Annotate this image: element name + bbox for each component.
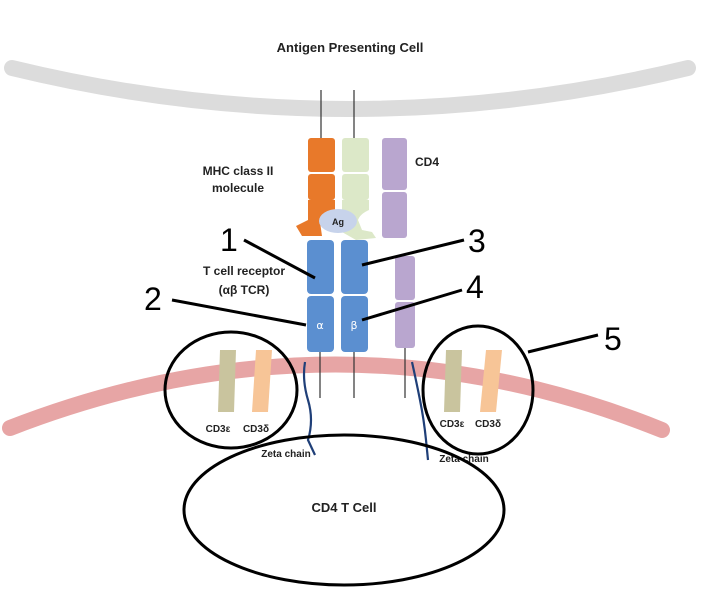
tcell-body	[182, 433, 506, 587]
callout-line-4	[361, 288, 463, 322]
tcr-label-line2: (αβ TCR)	[219, 283, 270, 297]
callout-line-2	[171, 298, 307, 327]
callout-circle-left	[163, 330, 299, 450]
tcr-alpha-chain	[307, 240, 334, 352]
callout-line-1	[243, 238, 316, 280]
zeta-left-label: Zeta chain	[261, 449, 310, 460]
zeta-chain-right	[410, 361, 430, 461]
cd3d-right-label: CD3δ	[475, 419, 501, 430]
cd3d-right	[480, 350, 502, 412]
callout-number-4: 4	[466, 269, 484, 305]
tcell-membrane	[2, 356, 670, 438]
tcr-label-line1: T cell receptor	[203, 264, 285, 278]
apc-label: Antigen Presenting Cell	[277, 40, 424, 55]
mhc-alpha-chain	[296, 138, 335, 236]
antigen	[319, 209, 357, 233]
antigen-label: Ag	[332, 217, 344, 227]
cd3e-right	[444, 350, 462, 412]
cd3d-left	[252, 350, 272, 412]
cd3d-left-label: CD3δ	[243, 424, 269, 435]
tcr-beta-chain	[341, 240, 368, 352]
alpha-label: α	[316, 319, 323, 332]
mhc-label-line1: MHC class II	[203, 164, 274, 178]
cd4-molecule	[382, 138, 415, 348]
cd4-label: CD4	[415, 155, 439, 169]
callout-line-3	[361, 238, 465, 267]
callout-circle-right	[421, 324, 535, 456]
callout-number-3: 3	[468, 223, 486, 259]
callout-number-2: 2	[144, 281, 162, 317]
mhc-label-line2: molecule	[212, 181, 264, 195]
callout-number-1: 1	[220, 222, 238, 258]
apc-membrane	[4, 60, 696, 117]
tcell-label: CD4 T Cell	[311, 500, 376, 515]
callout-line-5	[527, 333, 599, 354]
cd3e-left-label: CD3ε	[206, 424, 231, 435]
cd3e-left	[218, 350, 236, 412]
beta-label: β	[350, 319, 357, 332]
cd3e-right-label: CD3ε	[440, 419, 465, 430]
zeta-chain-left	[302, 361, 316, 456]
callout-number-5: 5	[604, 321, 622, 357]
